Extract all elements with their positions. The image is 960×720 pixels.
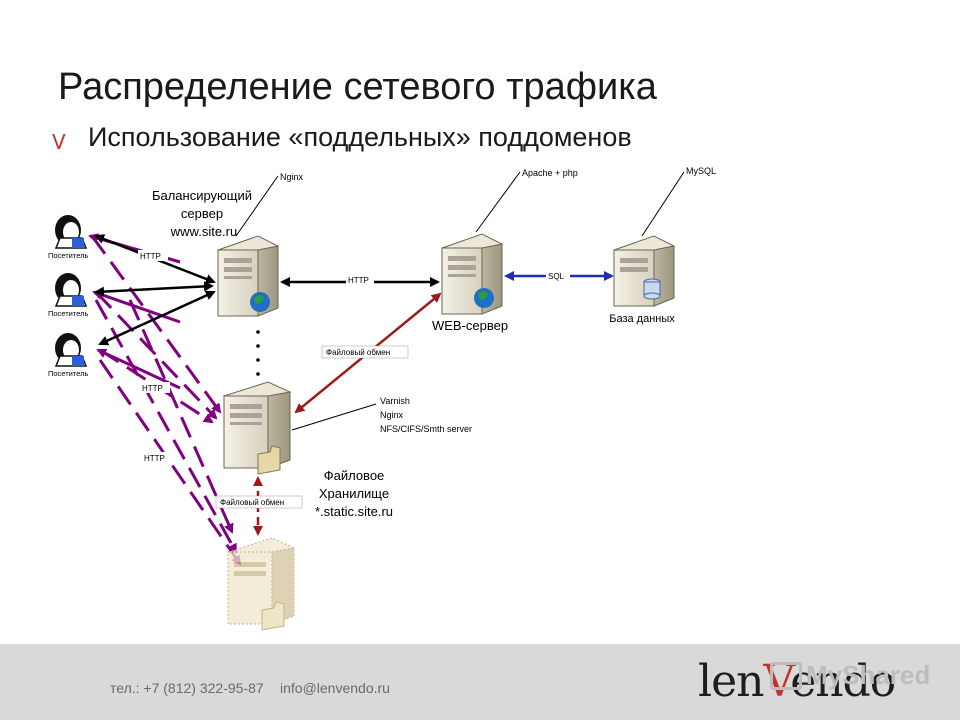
database-server-icon — [612, 235, 676, 307]
http-label-top: HTTP — [140, 252, 161, 261]
sql-label: SQL — [548, 272, 565, 281]
balancer-callout: Nginx — [280, 172, 304, 182]
slide-subtitle: Использование «поддельных» поддоменов — [88, 122, 632, 152]
logo-text-left: len — [698, 656, 764, 707]
watermark-icon — [770, 662, 802, 690]
slide-title: Распределение сетевого трафика — [58, 66, 657, 108]
http-label-mid: HTTP — [142, 384, 163, 393]
file-storage-server-icon — [222, 381, 292, 475]
file-exchange-label-2: Файловый обмен — [220, 498, 284, 507]
web-server-label: WEB-сервер — [432, 318, 508, 333]
storage-label-line3: *.static.site.ru — [315, 504, 393, 519]
visitor-1 — [54, 215, 88, 249]
static-server-icon — [226, 537, 296, 631]
visitor-label-2: Посетитель — [48, 309, 89, 318]
footer-email[interactable]: info@lenvendo.ru — [280, 680, 390, 696]
logo-text-right: endo — [790, 656, 896, 707]
storage-callout-line1: Varnish — [380, 396, 410, 406]
file-exchange-label-1: Файловый обмен — [326, 348, 390, 357]
arrow-visitor2-to-static — [94, 299, 238, 554]
lenvendo-logo: lenVendo — [698, 656, 896, 707]
storage-callout-line2: Nginx — [380, 410, 404, 420]
database-label: База данных — [609, 313, 675, 325]
storage-callout-line3: NFS/CIFS/Smth server — [380, 424, 472, 434]
web-server-icon — [440, 233, 504, 315]
footer-phone: тел.: +7 (812) 322-95-87 — [110, 680, 264, 696]
bullet-marker: V — [52, 130, 66, 154]
footer: тел.: +7 (812) 322-95-87 info@lenvendo.r… — [0, 644, 960, 720]
storage-label-line2: Хранилище — [319, 486, 389, 501]
http-label-low: HTTP — [144, 454, 165, 463]
visitor-3 — [54, 333, 88, 367]
callout-lines — [235, 171, 685, 431]
storage-label-line1: Файловое — [324, 468, 385, 483]
http-label-web: HTTP — [348, 276, 369, 285]
visitor-label-3: Посетитель — [48, 369, 89, 378]
database-callout: MySQL — [686, 166, 716, 176]
visitor-2 — [54, 273, 88, 307]
visitor-label-1: Посетитель — [48, 251, 89, 260]
balancer-storage-dots — [256, 330, 260, 376]
web-server-callout: Apache + php — [522, 168, 578, 178]
balancer-label-line2: сервер — [181, 206, 223, 221]
watermark-text: MyShared — [806, 660, 931, 690]
arrow-visitor2-to-storage — [94, 290, 218, 420]
balancer-label-line1: Балансирующий — [152, 188, 252, 203]
balancer-label-line3: www.site.ru — [170, 224, 237, 239]
arrow-visitor3-to-static — [98, 359, 242, 566]
balancer-server-icon — [216, 235, 280, 317]
